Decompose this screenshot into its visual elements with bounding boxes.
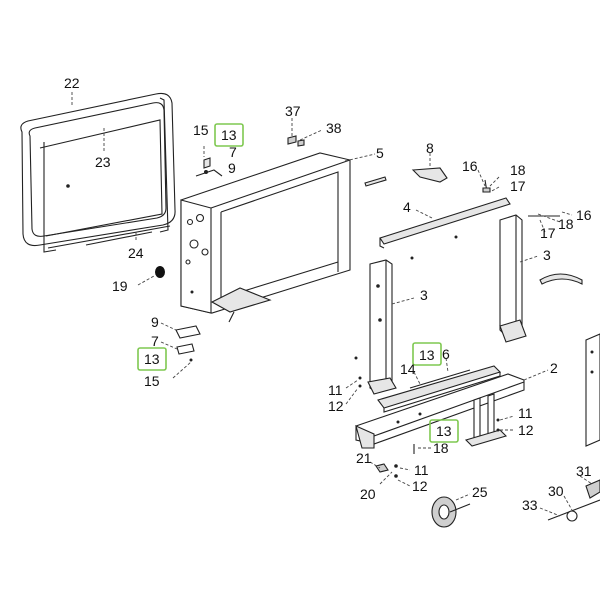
- rail-6: [377, 357, 502, 413]
- label-6: 6: [442, 346, 450, 362]
- label-12: 12: [328, 398, 344, 414]
- label-13-highlighted: 13: [436, 423, 452, 439]
- window-frame-assembly: [20, 92, 176, 253]
- label-33: 33: [522, 497, 538, 513]
- label-3: 3: [543, 247, 551, 263]
- label-15: 15: [144, 373, 160, 389]
- label-11: 11: [414, 462, 429, 478]
- wheel-25: [431, 493, 471, 528]
- highlight-box: [412, 342, 442, 366]
- label-9: 9: [228, 160, 236, 176]
- label-30: 30: [548, 483, 564, 499]
- highlight-box: [137, 347, 167, 371]
- label-38: 38: [326, 120, 342, 136]
- label-16: 16: [462, 158, 478, 174]
- label-12: 12: [412, 478, 428, 494]
- label-19: 19: [112, 278, 128, 294]
- cross-bar-4: [379, 197, 511, 260]
- label-8: 8: [426, 140, 434, 156]
- label-16: 16: [576, 207, 592, 223]
- label-12: 12: [518, 422, 534, 438]
- label-13-highlighted: 13: [419, 347, 435, 363]
- label-24: 24: [128, 245, 144, 261]
- right-edge-parts: [539, 333, 600, 522]
- bolts-13-18-lower: [413, 444, 432, 454]
- label-11: 11: [328, 382, 343, 398]
- highlight-box: [214, 123, 244, 147]
- box-frame-5: [180, 146, 387, 323]
- label-2: 2: [550, 360, 558, 376]
- label-7: 7: [151, 333, 159, 349]
- callout-labels: 22 23 24 15 13 7 9 37 38 5 8 16 18 17 4 …: [64, 75, 592, 513]
- label-14: 14: [400, 361, 416, 377]
- label-9: 9: [151, 314, 159, 330]
- fasteners-37-38: [287, 118, 323, 147]
- label-17: 17: [510, 178, 526, 194]
- fastener-group-20-21: [369, 461, 411, 487]
- label-17: 17: [540, 225, 556, 241]
- post-3-right: [499, 214, 583, 343]
- label-20: 20: [360, 486, 376, 502]
- bracket-assembly-lower-left: [160, 322, 201, 379]
- label-37: 37: [285, 103, 301, 119]
- label-13-highlighted: 13: [144, 351, 160, 367]
- base-2: [355, 369, 549, 449]
- label-25: 25: [472, 484, 488, 500]
- label-18: 18: [558, 216, 574, 232]
- label-7: 7: [229, 144, 237, 160]
- label-22: 22: [64, 75, 80, 91]
- grommet-19: [137, 266, 165, 286]
- label-18: 18: [510, 162, 526, 178]
- label-11: 11: [518, 405, 533, 421]
- label-31: 31: [576, 463, 592, 479]
- label-23: 23: [95, 154, 111, 170]
- highlight-box: [429, 419, 459, 443]
- label-21: 21: [356, 450, 372, 466]
- label-4: 4: [403, 199, 411, 215]
- label-15: 15: [193, 122, 209, 138]
- label-3: 3: [420, 287, 428, 303]
- bolts-16-17-18-side: [528, 211, 573, 233]
- post-3-center: [367, 259, 415, 395]
- label-18: 18: [433, 440, 449, 456]
- handle-8: [411, 153, 448, 183]
- label-13-highlighted: 13: [221, 127, 237, 143]
- label-5: 5: [376, 145, 384, 161]
- bolts-11-12-14: [345, 356, 421, 405]
- bolts-16-17-18-top: [477, 169, 500, 193]
